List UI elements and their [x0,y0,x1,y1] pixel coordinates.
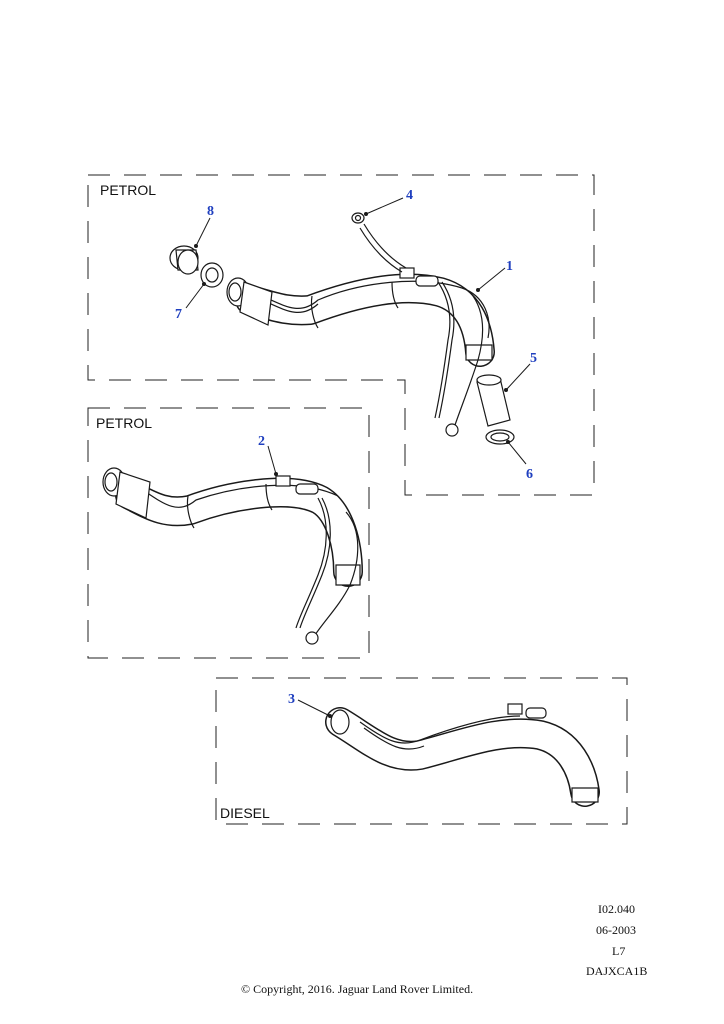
hose-part-5 [476,374,511,427]
filler-cap-part-8 [169,245,199,275]
filler-pipe-petrol-middle [102,467,363,645]
callout-5: 5 [530,351,537,366]
footer-date: 06-2003 [596,923,636,937]
footer-copyright: © Copyright, 2016. Jaguar Land Rover Lim… [241,982,473,996]
filler-pipe-petrol-top [226,223,495,437]
section-label-diesel: DIESEL [220,805,270,821]
filler-pipe-diesel [325,703,600,807]
section-label-petrol-middle: PETROL [96,415,152,431]
frame-petrol-middle [87,407,370,659]
frame-petrol-top [87,174,595,496]
section-label-petrol-top: PETROL [100,182,156,198]
callout-leaders [185,197,531,718]
callout-6: 6 [526,467,533,482]
footer-level: L7 [612,944,625,958]
footer-catalog-code: DAJXCA1B [586,964,647,978]
frame-diesel [215,677,628,825]
seal-ring-part-7 [200,262,224,288]
callout-8: 8 [207,204,214,219]
callout-3: 3 [288,692,295,707]
callout-4: 4 [406,188,413,203]
callout-1: 1 [506,259,513,274]
nut-part-4 [351,212,365,224]
footer-ref-code: I02.040 [598,902,635,916]
callout-7: 7 [175,307,182,322]
callout-2: 2 [258,434,265,449]
